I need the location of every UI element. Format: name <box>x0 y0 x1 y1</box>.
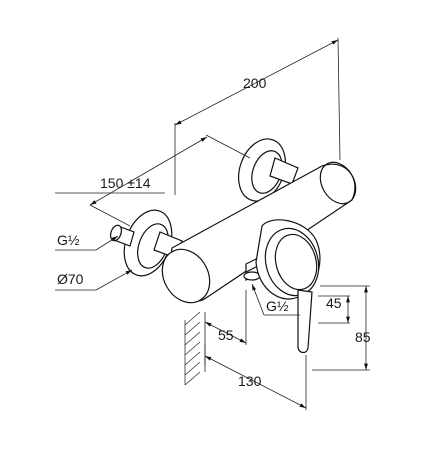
thread-outlet-text: G½ <box>266 298 289 314</box>
diameter-label: Ø70 <box>55 269 133 291</box>
dim-55-label: 55 <box>218 327 234 343</box>
wall-hatching <box>184 311 201 386</box>
diameter-text: Ø70 <box>57 271 84 287</box>
thread-stub-left <box>109 224 135 247</box>
mixer-illustration <box>109 138 357 354</box>
dim-200-label: 200 <box>243 75 267 91</box>
dimension-outlet-height: 45 <box>318 295 350 324</box>
dim-85-label: 85 <box>355 329 371 345</box>
thread-left-text: G½ <box>57 232 80 248</box>
dimension-total-height: 85 <box>312 285 371 371</box>
dimension-connection-distance: 150 ±14 <box>55 134 251 227</box>
dim-45-label: 45 <box>326 295 342 311</box>
thread-label-left: G½ <box>55 232 119 251</box>
dim-150-label: 150 ±14 <box>100 175 151 191</box>
dimension-wall-to-outlet: 55 <box>204 290 247 372</box>
dim-130-label: 130 <box>238 373 262 389</box>
rosette-back <box>238 138 299 202</box>
thread-label-outlet: G½ <box>251 283 300 316</box>
lever-handle <box>255 219 321 354</box>
dimension-projection: 130 <box>204 345 307 410</box>
